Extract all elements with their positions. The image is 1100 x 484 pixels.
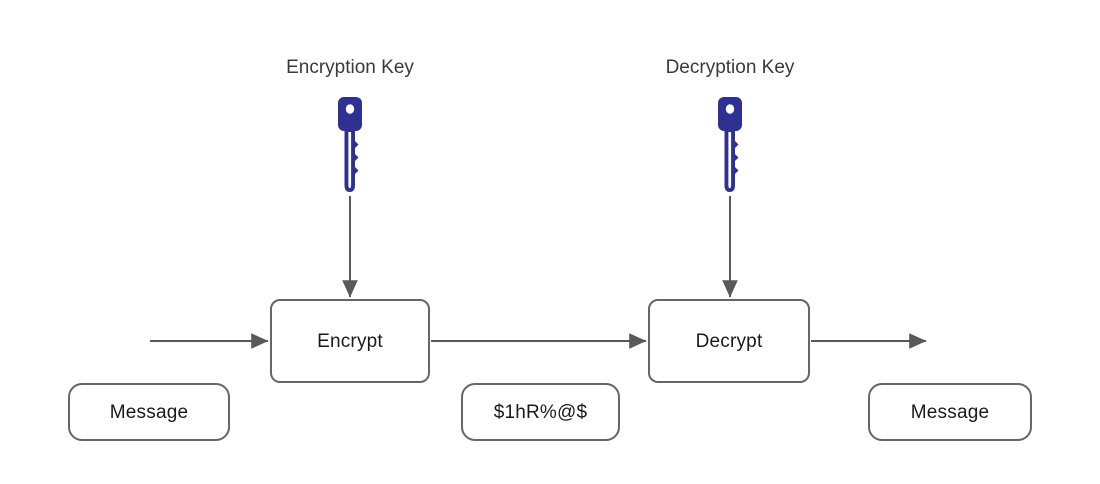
key-head bbox=[718, 97, 742, 131]
key-slot bbox=[348, 132, 352, 189]
ciphertext-box[interactable]: $1hR%@$ bbox=[461, 383, 620, 441]
key-icon bbox=[718, 97, 742, 192]
key-slot bbox=[728, 132, 732, 189]
key-head bbox=[338, 97, 362, 131]
decrypt-process-box[interactable]: Decrypt bbox=[648, 299, 810, 383]
connectors-group bbox=[150, 196, 927, 349]
key-hole bbox=[725, 104, 735, 114]
key-hole bbox=[345, 104, 355, 114]
encryption-key-label: Encryption Key bbox=[286, 57, 414, 78]
key-shaft bbox=[344, 130, 359, 192]
message-input-box[interactable]: Message bbox=[68, 383, 230, 441]
encrypt-process-box[interactable]: Encrypt bbox=[270, 299, 430, 383]
key-shaft bbox=[724, 130, 739, 192]
keys-group bbox=[338, 97, 742, 192]
decryption-key-label: Decryption Key bbox=[665, 57, 795, 78]
key-icon bbox=[338, 97, 362, 192]
message-output-box[interactable]: Message bbox=[868, 383, 1032, 441]
